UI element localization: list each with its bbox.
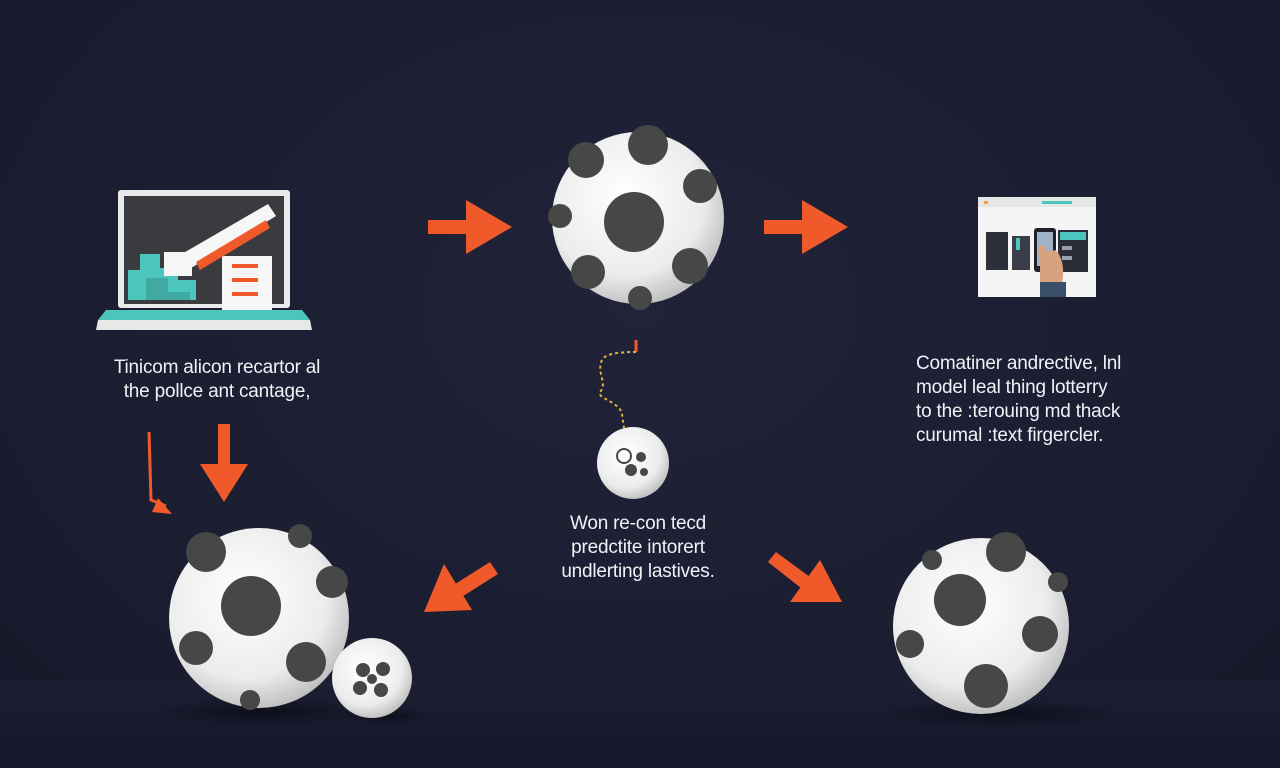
- app-screenshot-icon: [978, 197, 1096, 297]
- caption-line: Comatiner andrective, lnl: [916, 353, 1122, 374]
- caption-line: predctite intorert: [571, 537, 705, 558]
- caption-line: curumal :text firgercler.: [916, 425, 1104, 446]
- caption-line: to the :terouing md thack: [916, 401, 1121, 422]
- arrow-down-icon: [200, 424, 248, 502]
- caption-line: Tinicom alicon recartor al: [113, 357, 321, 378]
- arrow-right-icon: [764, 200, 848, 254]
- small-ball-icon: [332, 638, 434, 724]
- caption-line: model leal thing lotterry: [916, 377, 1108, 398]
- dotted-connector: [598, 340, 638, 429]
- caption-line: undlerting lastives.: [561, 561, 715, 582]
- caption-center: Won re-con tecd predctite intorert undle…: [528, 512, 748, 584]
- soccer-ball-icon: [876, 532, 1124, 728]
- small-ball-icon: 25: [597, 427, 669, 499]
- arrow-right-icon: [428, 200, 512, 254]
- caption-line: Won re-con tecd: [569, 513, 707, 534]
- laptop-chart-icon: [96, 190, 312, 330]
- arrow-down-left-icon: [424, 562, 498, 612]
- arrow-down-icon: [147, 431, 172, 514]
- caption-right: Comatiner andrective, lnl model leal thi…: [916, 352, 1156, 448]
- caption-line: the pollce ant cantage,: [123, 381, 311, 402]
- soccer-ball-icon: [152, 524, 372, 726]
- soccer-ball-icon: [548, 125, 724, 310]
- arrow-down-right-icon: [768, 552, 842, 602]
- caption-left: Tinicom alicon recartor al the pollce an…: [92, 356, 342, 404]
